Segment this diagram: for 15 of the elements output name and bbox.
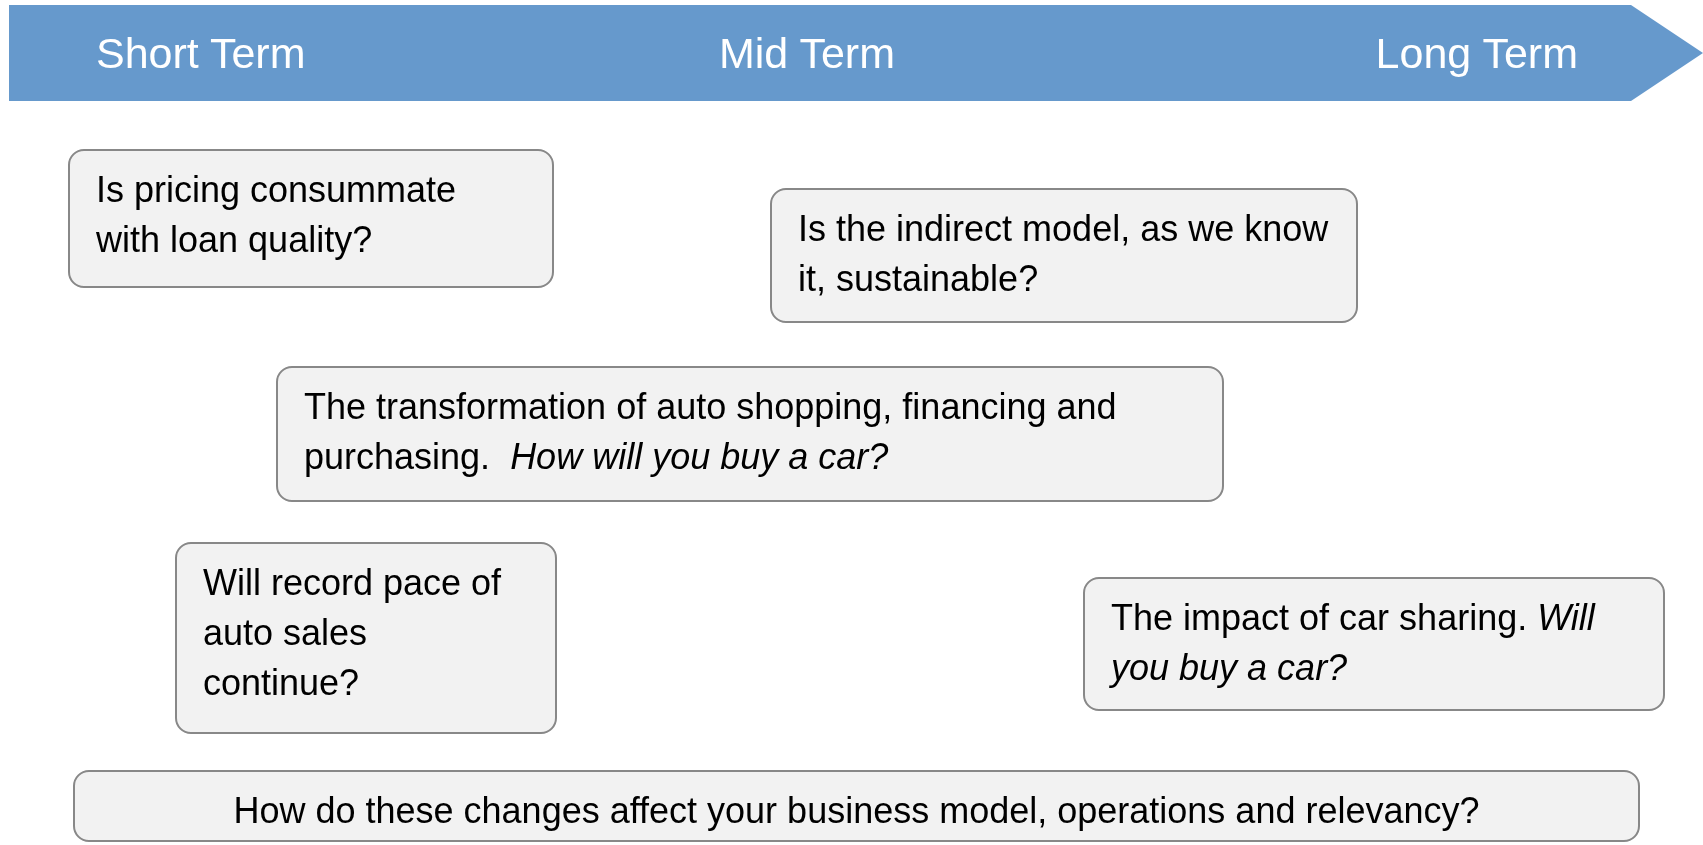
question-text: The transformation of auto shopping, financing and purchasing. How will you buy a car? (304, 386, 1118, 477)
question-box (73, 770, 1640, 842)
timeline-label: Short Term (96, 29, 306, 78)
question-box (276, 366, 1224, 502)
question-text: Will record pace of auto sales continue? (203, 562, 503, 703)
question-text: Is the indirect model, as we know it, sustainable? (798, 208, 1330, 299)
question-box (1083, 577, 1665, 711)
question-box (68, 149, 554, 288)
question-text: Is pricing consummate with loan quality? (96, 169, 458, 260)
question-text: The impact of car sharing. Will you buy a car? (1111, 597, 1597, 688)
question-box (770, 188, 1358, 323)
timeline-label: Mid Term (719, 29, 895, 78)
timeline-label: Long Term (1375, 29, 1578, 78)
question-box (175, 542, 557, 734)
question-text: How do these changes affect your business model, operations and relevancy? (233, 790, 1480, 831)
